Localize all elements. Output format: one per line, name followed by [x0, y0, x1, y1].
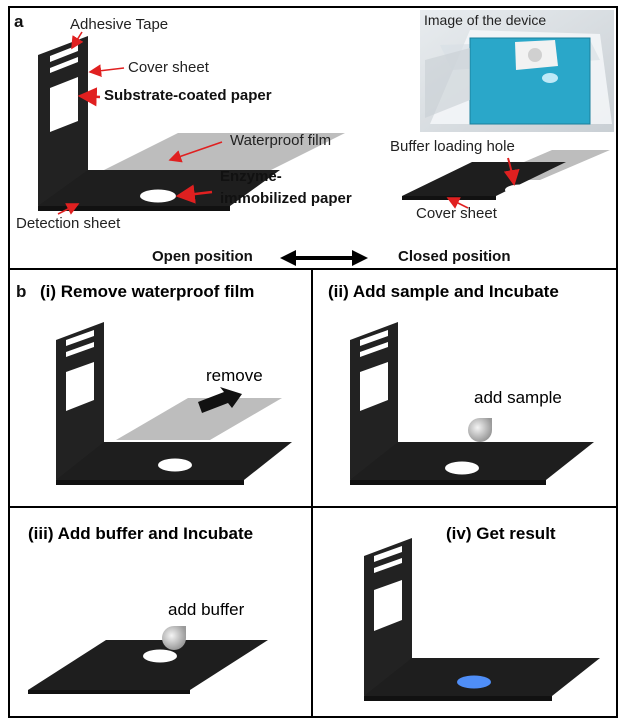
tape-window-2: [50, 57, 78, 73]
callout-arrows: [57, 31, 223, 215]
buffer-hole-label: Buffer loading hole: [390, 138, 515, 155]
sample-drop: [468, 418, 492, 442]
panel-a-letter: a: [14, 12, 24, 31]
step-i-title: (i) Remove waterproof film: [40, 282, 255, 301]
remove-annotation: remove: [206, 366, 263, 385]
enzyme-paper-label-2: immobilized paper: [220, 190, 352, 207]
adhesive-tape-label: Adhesive Tape: [70, 16, 169, 33]
closed-position-label: Closed position: [398, 248, 511, 265]
step-iv-device: [364, 538, 600, 701]
open-closed-double-arrow: [280, 250, 368, 266]
photo-caption: Image of the device: [424, 12, 547, 28]
device-closed: [402, 150, 610, 200]
step-ii-device: [350, 322, 594, 485]
device-photo: [420, 10, 614, 132]
cover-sheet-label: Cover sheet: [128, 59, 209, 76]
remove-arrow: [198, 387, 242, 413]
enzyme-paper-label-1: Enzyme-: [220, 168, 282, 185]
add-buffer-annotation: add buffer: [168, 600, 245, 619]
panel-b-iv-box: [311, 506, 618, 718]
enzyme-paper-spot: [140, 189, 176, 203]
closed-sheet: [402, 162, 566, 196]
detection-base: [38, 170, 280, 206]
substrate-paper-label: Substrate-coated paper: [104, 87, 272, 104]
detection-sheet-label: Detection sheet: [16, 215, 121, 232]
waterproof-film-label: Waterproof film: [230, 132, 332, 149]
result-spot: [457, 675, 491, 689]
step-ii-title: (ii) Add sample and Incubate: [328, 282, 559, 301]
waterproof-film: [88, 133, 345, 178]
step-iv-title: (iv) Get result: [446, 524, 556, 543]
cover-sheet-closed-label: Cover sheet: [416, 205, 497, 222]
buffer-drop: [162, 626, 186, 650]
panel-b-letter: b: [16, 282, 27, 301]
step-iii-closed-device: [28, 626, 268, 694]
tape-window-1: [50, 45, 78, 62]
substrate-window: [50, 77, 78, 132]
buffer-hole-spot: [505, 184, 535, 196]
closed-arrows: [446, 157, 520, 209]
device-open: [38, 36, 345, 211]
open-position-label: Open position: [152, 248, 253, 265]
add-sample-annotation: add sample: [474, 388, 562, 407]
step-iii-title: (iii) Add buffer and Incubate: [28, 524, 254, 543]
step-i-device: [56, 322, 292, 485]
